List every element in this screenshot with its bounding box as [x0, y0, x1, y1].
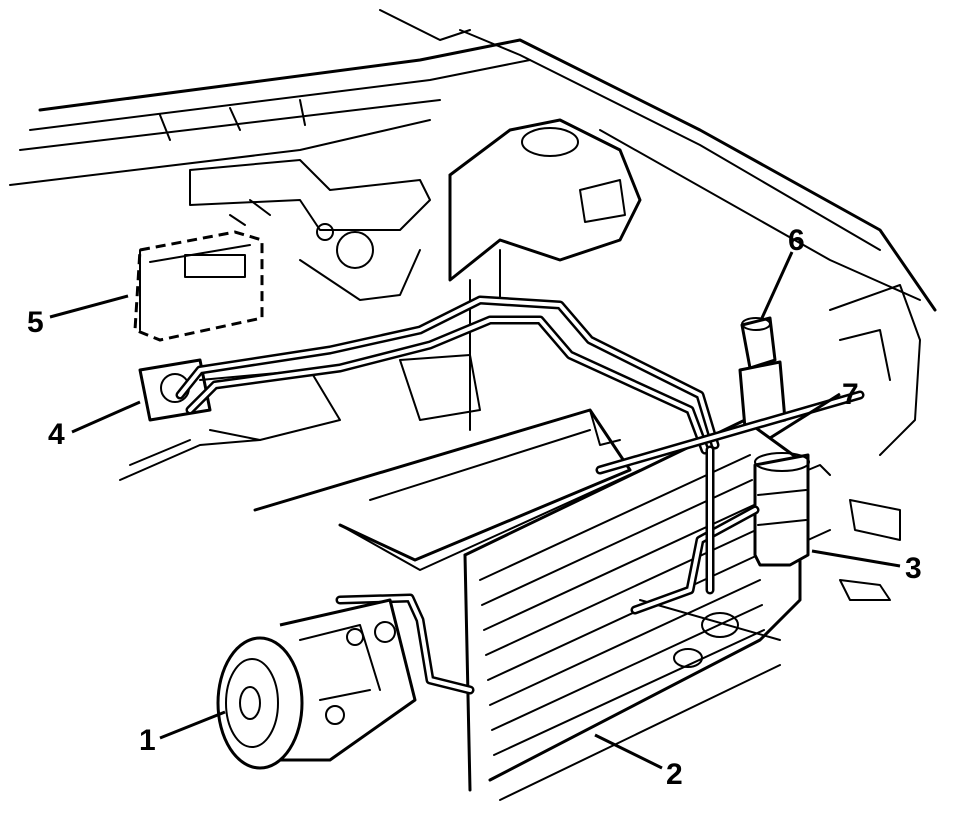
leader-2 [594, 733, 663, 770]
leader-1 [159, 710, 226, 740]
callout-6: 6 [788, 224, 805, 257]
radiator-support [253, 408, 641, 571]
callout-3: 3 [905, 552, 922, 585]
leader-6 [760, 251, 794, 319]
callout-leaders [49, 251, 901, 770]
frame-rail [829, 284, 921, 601]
leader-3 [811, 549, 901, 568]
compressor [216, 598, 417, 770]
callout-5: 5 [27, 306, 44, 339]
callout-1: 1 [139, 724, 156, 757]
engine-bay-parts [119, 159, 431, 481]
leader-7 [769, 392, 841, 440]
receiver-dryer [753, 452, 831, 567]
refrigerant-lines-upper [175, 295, 720, 455]
callout-4: 4 [48, 418, 65, 451]
callout-2: 2 [666, 758, 683, 791]
evaporator-case [133, 230, 264, 342]
hood-fender-outline [9, 9, 937, 312]
leader-4 [71, 400, 141, 434]
leader-5 [49, 294, 129, 319]
inner-fender-reservoir [448, 118, 642, 431]
callout-labels: 1 2 3 4 5 6 7 [27, 224, 922, 791]
callout-7: 7 [842, 378, 859, 411]
pressure-switch [738, 316, 787, 430]
